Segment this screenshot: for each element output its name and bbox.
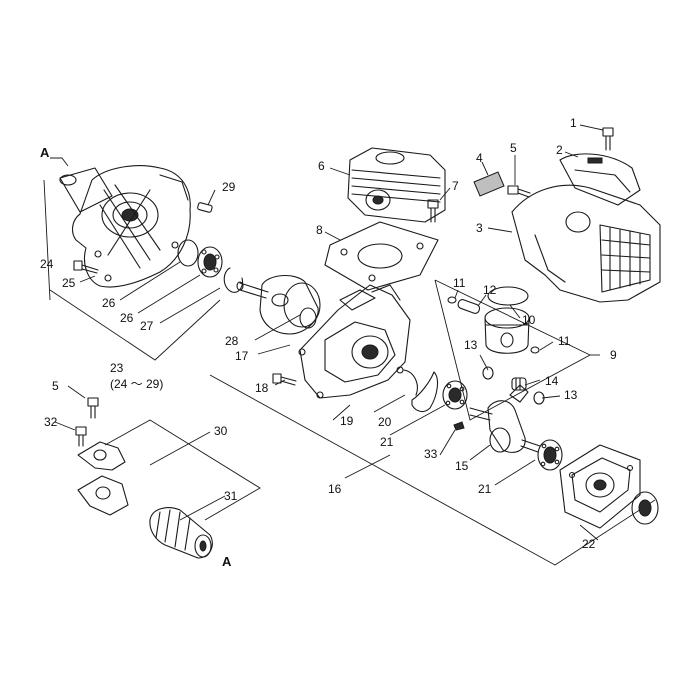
callout-23: 23: [110, 361, 124, 375]
callout-24: 24: [40, 257, 54, 271]
callout-1: 1: [570, 116, 577, 130]
callout-19: 19: [340, 414, 354, 428]
bearing-part-21b: [537, 439, 563, 471]
cover-part-2: [559, 153, 641, 206]
circlip-part-11b: [530, 346, 540, 354]
callout-28: 28: [225, 334, 239, 348]
crankshaft-part-28: [236, 275, 321, 335]
callout-20: 20: [378, 415, 392, 429]
callout-labels: A 1 2 3 4 5 6 7 8 9 10 11 11 12 13 13 14…: [40, 116, 617, 569]
callout-4: 4: [476, 151, 483, 165]
bolt-part-25: [73, 260, 99, 274]
callout-11a: 11: [453, 276, 466, 290]
callout-5: 5: [510, 141, 517, 155]
bracket-part-30b: [77, 475, 129, 516]
engine-cover-part-3: [511, 184, 661, 303]
bearing-part-26: [177, 239, 223, 278]
piston-pin-part-12: [457, 299, 481, 314]
callout-9: 9: [610, 348, 617, 362]
circlip-part-11a: [447, 296, 457, 304]
bolt-part-7: [427, 199, 439, 223]
callout-14: 14: [545, 374, 559, 388]
callout-30: 30: [214, 424, 228, 438]
callout-18: 18: [255, 381, 269, 395]
callout-12: 12: [483, 283, 497, 297]
screw-part-5: [507, 185, 531, 198]
callout-29: 29: [222, 180, 236, 194]
bracket-part-30a: [77, 441, 126, 471]
callout-7: 7: [452, 179, 459, 193]
label-part-4: [473, 171, 505, 197]
callout-21a: 21: [380, 435, 394, 449]
callout-21b: 21: [478, 482, 492, 496]
gasket-part-20: [403, 369, 439, 413]
needle-bearing-part-14: [511, 377, 527, 391]
callout-11b: 11: [558, 334, 571, 348]
callout-32: 32: [44, 415, 58, 429]
washer-part-13a: [482, 366, 494, 380]
piston-part-12: [484, 307, 530, 354]
callout-27: 27: [140, 319, 154, 333]
bearing-part-21a: [442, 380, 468, 410]
callout-23-subrange: (24 ～ 29): [110, 377, 163, 391]
callout-13a: 13: [464, 338, 478, 352]
callout-17: 17: [235, 349, 249, 363]
crankshaft-part-15: [469, 384, 541, 453]
callout-33: 33: [424, 447, 438, 461]
callout-26a: 26: [102, 296, 116, 310]
callout-22: 22: [582, 537, 596, 551]
pin-part-29: [197, 202, 213, 213]
callout-3: 3: [476, 221, 483, 235]
callout-6: 6: [318, 159, 325, 173]
screw-part-1: [602, 127, 614, 151]
callout-26b: 26: [120, 311, 134, 325]
screw-part-5b: [87, 397, 99, 419]
callout-25: 25: [62, 276, 76, 290]
callout-13b: 13: [564, 388, 578, 402]
leader-lines: [43, 124, 656, 566]
washer-part-13b: [533, 391, 545, 405]
reference-a-top: A: [40, 145, 50, 160]
bolt-part-18: [272, 373, 297, 386]
screw-part-32: [75, 426, 87, 447]
intake-boot-part-31: [149, 507, 213, 559]
gasket-part-8: [324, 221, 439, 291]
callout-31: 31: [224, 489, 238, 503]
fan-housing-part-24: [59, 165, 191, 288]
reference-a-bottom: A: [222, 554, 232, 569]
callout-16: 16: [328, 482, 342, 496]
cylinder-part-6: [347, 147, 446, 223]
callout-2: 2: [556, 143, 563, 157]
crankcase-part-22: [559, 444, 659, 529]
key-part-33: [453, 421, 465, 431]
callout-5b: 5: [52, 379, 59, 393]
callout-8: 8: [316, 223, 323, 237]
callout-10: 10: [522, 313, 536, 327]
callout-15: 15: [455, 459, 469, 473]
piston-ring-part-10: [487, 286, 529, 306]
crankcase-part-19: [298, 284, 411, 399]
circlip-part-27: [223, 267, 244, 293]
